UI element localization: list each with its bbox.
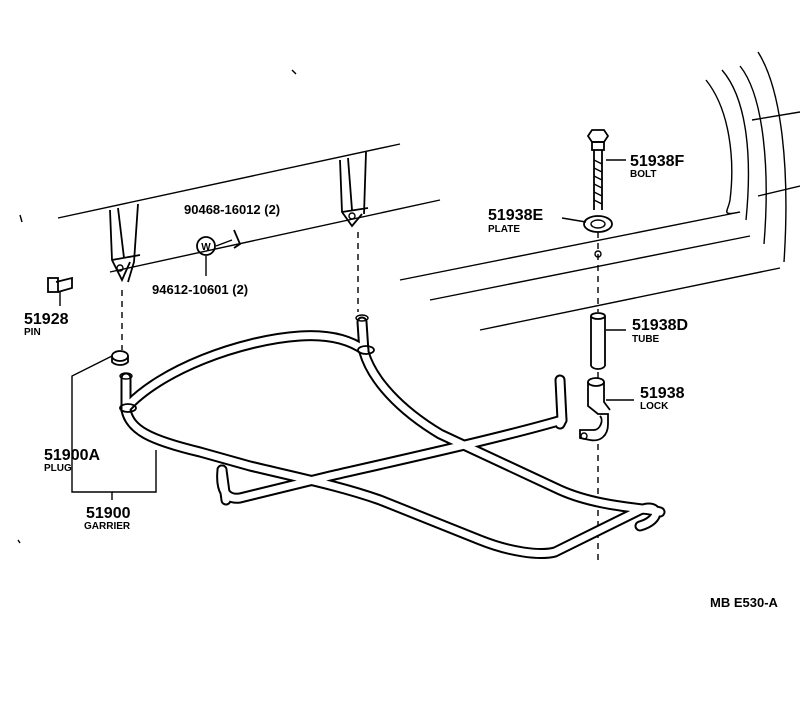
part-name-lock: LOCK [640,401,669,412]
washer-mark: W [201,242,211,253]
plate-part [583,215,613,258]
label-plug: 51900A PLUG [44,447,100,474]
part-number-plug: 51900A [44,447,100,464]
leader-lines [59,159,634,500]
label-pin: 51928 PIN [24,311,69,338]
label-lock: 51938 LOCK [640,385,685,412]
label-tube: 51938D TUBE [632,317,688,345]
pin-part [47,276,73,293]
tube-part [590,312,606,370]
part-number-lock: 51938 [640,385,685,402]
lock-part [579,377,611,442]
part-name-bolt: BOLT [630,169,656,180]
part-name-plate: PLATE [488,224,520,235]
part-name-pin: PIN [24,327,41,338]
bolt-part [586,129,610,210]
carrier-frame [119,314,666,559]
left-hanger-bracket [109,203,141,283]
callout-washer: 94612-10601 (2) [152,282,248,297]
part-number-carrier: 51900 [86,505,131,522]
figure-code: MB E530-A [710,595,779,610]
label-bolt: 51938F BOLT [630,153,684,180]
vehicle-body-outline [17,51,800,544]
label-plate: 51938E PLATE [488,207,543,235]
part-number-tube: 51938D [632,317,688,334]
part-number-plate: 51938E [488,207,543,224]
part-name-tube: TUBE [632,334,660,345]
part-name-carrier: GARRIER [84,521,131,532]
plug-part [111,350,129,366]
part-number-pin: 51928 [24,311,69,328]
part-number-bolt: 51938F [630,153,684,170]
part-name-plug: PLUG [44,463,72,474]
callout-nut-clip: 90468-16012 (2) [184,202,280,217]
label-carrier: 51900 GARRIER [84,505,131,532]
right-hanger-bracket [339,151,369,228]
clip-and-washer: W [196,229,242,256]
